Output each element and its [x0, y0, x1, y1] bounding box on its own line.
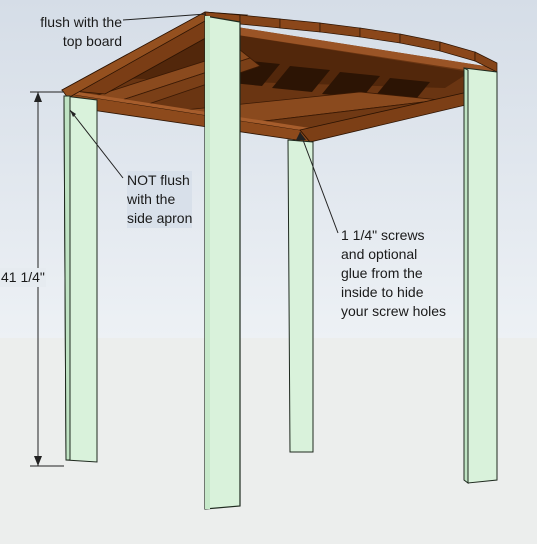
leader-side-apron-arrow	[70, 110, 76, 117]
leg-back-right	[463, 67, 498, 484]
annotation-side-apron-line3: side apron	[127, 210, 193, 226]
height-dimension-label: 41 1/4"	[0, 268, 46, 287]
annotation-screws-line4: inside to hide	[341, 284, 424, 300]
annotation-top-board-line2: top board	[62, 33, 122, 49]
annotation-screws-line2: and optional	[341, 246, 418, 262]
annotation-screws-line3: glue from the	[341, 265, 423, 281]
annotation-screws-line1: 1 1/4" screws	[341, 227, 425, 243]
leg-back-middle	[287, 139, 314, 453]
annotation-top-board: flush with the top board	[20, 13, 122, 51]
leg-front-left	[63, 95, 98, 463]
leader-screws	[299, 131, 339, 234]
annotation-screws-line5: your screw holes	[341, 303, 447, 319]
leader-side-apron	[69, 109, 124, 179]
back-apron	[205, 22, 497, 74]
annotation-side-apron-line2: with the	[127, 191, 176, 207]
leader-top-board	[122, 13, 207, 21]
annotation-side-apron-line1: NOT flush	[127, 172, 190, 188]
annotation-side-apron: NOT flush with the side apron	[127, 171, 193, 228]
leader-screws-arrow	[296, 132, 306, 140]
annotation-top-board-line1: flush with the	[40, 14, 122, 30]
annotation-screws: 1 1/4" screws and optional glue from the…	[341, 226, 446, 321]
leader-lines	[69, 13, 339, 234]
top-boards	[60, 11, 498, 99]
leg-front	[204, 15, 241, 510]
